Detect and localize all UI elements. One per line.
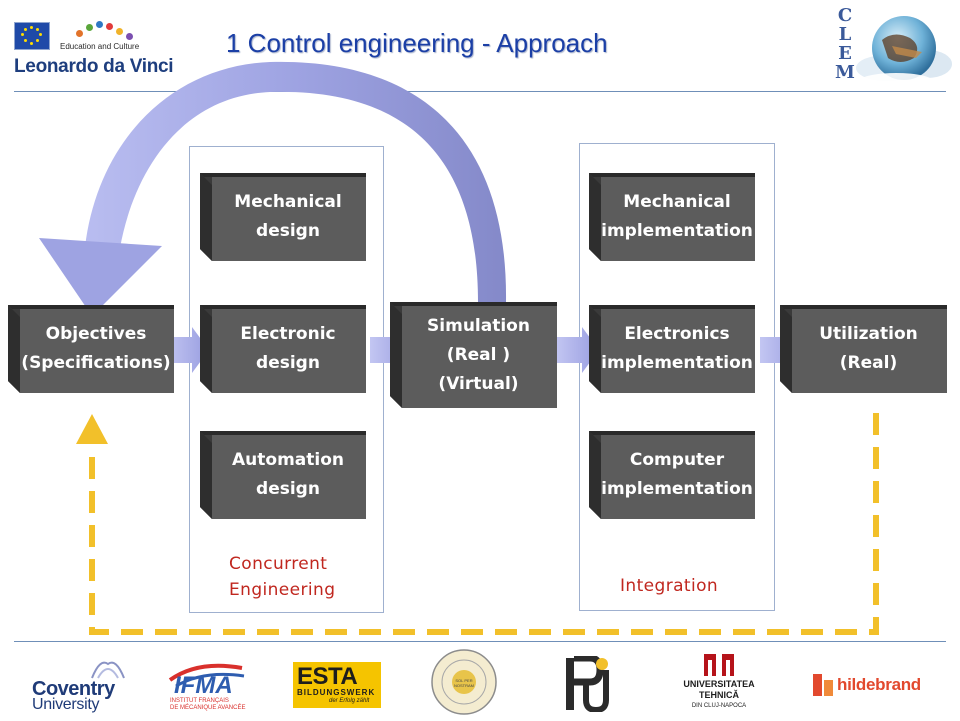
arrow-simulation-to-implementation — [556, 327, 599, 373]
hildebrand-mark-icon — [813, 674, 833, 696]
coventry-university-logo: Coventry University — [32, 656, 144, 713]
note-line: Concurrent — [229, 554, 328, 574]
block-utilization[interactable]: Utilization (Real) — [780, 305, 947, 393]
block-line: Electronic — [240, 324, 336, 344]
page-title: 1 Control engineering - Approach — [226, 28, 608, 58]
utcn-line2: TEHNICĂ — [699, 690, 739, 700]
esta-word: ESTA — [297, 663, 358, 690]
block-label: Electronics implementation — [599, 305, 755, 393]
block-line: (Real) — [839, 353, 898, 373]
feedback-arrowhead — [39, 238, 162, 316]
coventry-word: Coventry — [32, 678, 115, 700]
block-line: (Virtual) — [438, 373, 519, 394]
block-shape — [780, 305, 947, 393]
clem-letter-c: C — [837, 5, 853, 26]
feedback-dashed-arrowhead — [76, 414, 108, 444]
seal-text: SOL PER NOSTRAM — [454, 678, 474, 688]
feedback-dashed-loop — [89, 413, 879, 635]
block-shape — [589, 305, 755, 393]
coventry-mark-icon — [91, 661, 125, 679]
leonardo-da-vinci-logo: Education and Culture Leonardo da Vinci — [14, 8, 174, 80]
block-label: Mechanical design — [210, 173, 366, 261]
education-culture-caption: Education and Culture — [60, 42, 140, 51]
block-label: Mechanical implementation — [599, 173, 755, 261]
university-seal-logo: SOL PER NOSTRAM — [430, 648, 498, 716]
block-electronic-design[interactable]: Electronic design — [200, 305, 366, 393]
block-label: Objectives (Specifications) — [18, 305, 174, 393]
block-mechanical-implementation[interactable]: Mechanical implementation — [589, 173, 755, 261]
block-line: Electronics — [624, 324, 730, 344]
block-electronics-implementation[interactable]: Electronics implementation — [589, 305, 755, 393]
esta-logo: ESTA BILDUNGSWERK der Erfolg zählt — [293, 662, 381, 708]
arrow-objectives-to-design — [166, 327, 209, 373]
block-shape — [589, 431, 755, 519]
hildebrand-word: hildebrand — [837, 675, 921, 694]
clem-letter-m: M — [835, 62, 855, 83]
block-shape — [200, 431, 366, 519]
integration-frame — [579, 143, 775, 611]
ifma-logo: IFMA INSTITUT FRANÇAIS DE MÉCANIQUE AVAN… — [168, 658, 248, 714]
block-shape — [200, 305, 366, 393]
block-line: implementation — [601, 479, 753, 499]
block-label: Computer implementation — [599, 431, 755, 519]
block-line: Computer — [629, 450, 725, 470]
ifma-word: IFMA — [174, 672, 233, 699]
program-name: Leonardo da Vinci — [14, 56, 174, 77]
esta-sub: BILDUNGSWERK — [297, 688, 376, 697]
ifma-sub1: INSTITUT FRANÇAIS — [170, 698, 229, 704]
block-mechanical-design[interactable]: Mechanical design — [200, 173, 366, 261]
block-label: Utilization (Real) — [790, 305, 947, 393]
clem-logo: C L E M — [826, 6, 954, 92]
block-line: implementation — [601, 221, 753, 241]
block-label: Simulation (Real ) (Virtual) — [400, 302, 557, 408]
globe-icon — [856, 16, 952, 91]
esta-slogan: der Erfolg zählt — [329, 698, 370, 704]
note-line: Engineering — [229, 580, 336, 600]
ifma-swoosh-icon — [168, 663, 245, 688]
block-line: Mechanical — [234, 192, 342, 212]
ru-mark-icon — [566, 654, 609, 714]
ifma-sub2: DE MÉCANIQUE AVANCÉE — [170, 705, 246, 711]
integration-note: Integration — [620, 576, 719, 596]
footer-divider — [14, 641, 946, 642]
block-label: Electronic design — [210, 305, 366, 393]
block-objectives[interactable]: Objectives (Specifications) — [8, 305, 174, 393]
block-shape — [390, 302, 557, 408]
university-word: University — [32, 696, 100, 713]
block-label: Automation design — [210, 431, 366, 519]
utcn-logo: UNIVERSITATEA TEHNICĂ DIN CLUJ-NAPOCA — [676, 652, 762, 714]
clem-letter-e: E — [838, 43, 852, 64]
block-line: Simulation — [427, 315, 530, 336]
block-line: Utilization — [819, 324, 918, 344]
block-automation-design[interactable]: Automation design — [200, 431, 366, 519]
concurrent-engineering-frame — [189, 146, 384, 613]
seal-icon — [431, 649, 497, 715]
hildebrand-logo: hildebrand — [813, 672, 933, 700]
block-shape — [589, 173, 755, 261]
block-computer-implementation[interactable]: Computer implementation — [589, 431, 755, 519]
block-line: (Real ) — [446, 344, 511, 365]
education-culture-icon — [74, 20, 136, 42]
block-simulation[interactable]: Simulation (Real ) (Virtual) — [390, 302, 557, 408]
utcn-mark-icon — [704, 654, 734, 676]
block-line: Objectives — [45, 324, 147, 344]
utcn-line1: UNIVERSITATEA — [683, 679, 755, 689]
concurrent-engineering-note: Concurrent Engineering — [229, 551, 335, 603]
block-line: implementation — [601, 353, 753, 373]
block-line: design — [256, 353, 320, 373]
clem-letter-l: L — [838, 24, 852, 45]
block-shape — [8, 305, 174, 393]
block-line: Automation — [232, 450, 344, 470]
header-divider — [14, 91, 946, 92]
utcn-line3: DIN CLUJ-NAPOCA — [691, 703, 747, 709]
block-line: Mechanical — [623, 192, 731, 212]
block-shape — [200, 173, 366, 261]
block-line: (Specifications) — [21, 353, 171, 373]
eu-flag-icon — [14, 22, 50, 50]
block-line: design — [256, 479, 320, 499]
block-line: design — [256, 221, 320, 241]
ru-logo — [566, 654, 612, 714]
clem-letters: C L E M — [834, 6, 856, 82]
